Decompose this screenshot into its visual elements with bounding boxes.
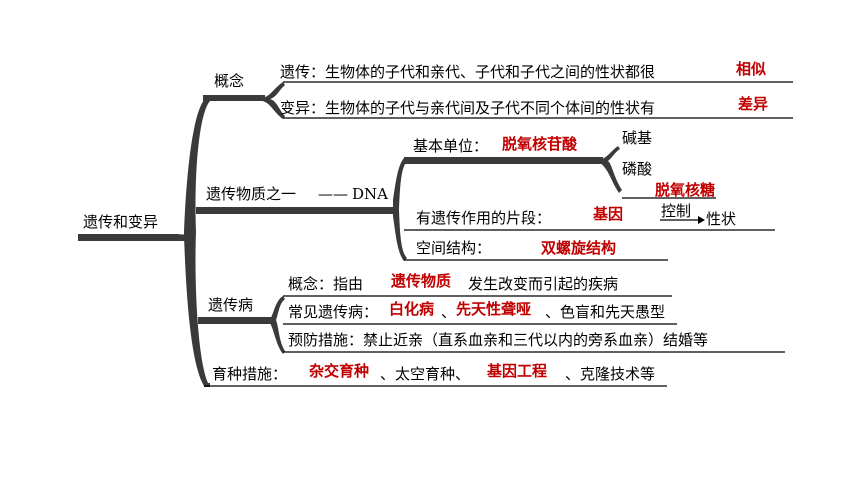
breeding-answer-2: 基因工程: [487, 362, 548, 380]
breeding-answer-1: 杂交育种: [309, 362, 370, 380]
unit-label: 基本单位：: [413, 137, 489, 155]
trait-label: 性状: [706, 210, 737, 228]
control-label: 控制: [661, 202, 692, 220]
segment-answer: 基因: [593, 205, 624, 223]
disease-concept-answer: 遗传物质: [391, 272, 452, 290]
common-prefix: 常见遗传病：: [288, 303, 379, 321]
phosphate-label: 磷酸: [622, 160, 653, 178]
structure-answer: 双螺旋结构: [541, 239, 617, 257]
sugar-answer: 脱氧核糖: [655, 181, 716, 199]
base-label: 碱基: [622, 129, 653, 147]
disease-branch: [198, 317, 272, 324]
dna-label: DNA: [352, 185, 388, 203]
structure-label: 空间结构：: [416, 239, 492, 257]
concept-branch: [203, 95, 265, 101]
root-label: 遗传和变异: [83, 213, 159, 231]
variation-text: 变异：生物体的子代与亲代间及子代不同个体间的性状有: [280, 99, 656, 117]
disease-label: 遗传病: [208, 296, 254, 314]
unit-answer: 脱氧核苷酸: [502, 135, 578, 153]
variation-answer: 差异: [738, 95, 769, 113]
material-dash: ——: [318, 185, 348, 203]
segment-label: 有遗传作用的片段：: [416, 209, 552, 227]
material-fork: [393, 158, 407, 261]
common-separator: 、: [441, 303, 457, 321]
material-branch: [196, 207, 395, 214]
prevention-text: 预防措施：禁止近亲（直系血亲和三代以内的旁系血亲）结婚等: [288, 331, 709, 349]
concept-label: 概念: [214, 72, 245, 90]
material-label: 遗传物质之一: [206, 185, 297, 203]
disease-concept-prefix: 概念：指由: [288, 275, 364, 293]
unit-fork: [600, 146, 622, 193]
heredity-answer: 相似: [736, 60, 767, 78]
common-answer-2: 先天性聋哑: [456, 300, 532, 318]
disease-concept-suffix: 发生改变而引起的疾病: [468, 275, 619, 293]
heredity-text: 遗传：生物体的子代和亲代、子代和子代之间的性状都很: [280, 63, 656, 81]
breeding-middle: 、太空育种、: [380, 365, 471, 383]
root-branch: [78, 226, 194, 241]
main-spine: [184, 98, 210, 386]
breeding-label: 育种措施：: [212, 365, 288, 383]
disease-fork: [270, 296, 285, 354]
common-answer-1: 白化病: [389, 300, 435, 318]
concept-fork: [262, 82, 285, 119]
control-arrow-head: [698, 216, 705, 224]
unit-branch: [404, 157, 603, 164]
common-suffix: 、色盲和先天愚型: [545, 303, 666, 321]
breeding-suffix: 、克隆技术等: [565, 365, 656, 383]
